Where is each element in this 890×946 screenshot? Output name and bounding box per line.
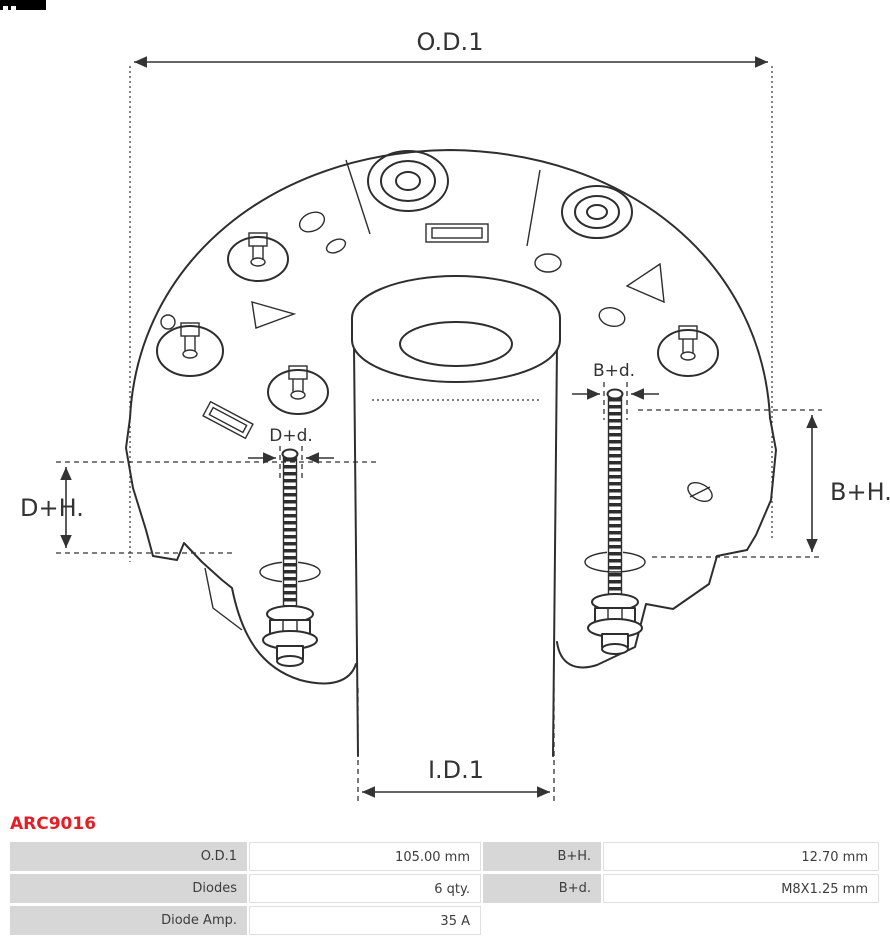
rectifier-diagram: O.D.1 I.D.1 D+H. B+H. B+d. D+d. <box>20 28 890 804</box>
technical-drawing: O.D.1 I.D.1 D+H. B+H. B+d. D+d. <box>20 28 890 804</box>
small-hole <box>598 306 626 328</box>
spec-label-cell: B+H. <box>483 842 601 871</box>
dim-label-bd: B+d. <box>593 361 635 381</box>
spec-label-cell: Diode Amp. <box>10 906 247 935</box>
spec-value-cell: 12.70 mm <box>603 842 879 871</box>
brand-logo-fragment <box>0 0 46 10</box>
central-bore <box>351 275 561 757</box>
small-hole <box>160 314 176 330</box>
spec-table: O.D.1 105.00 mm B+H. 12.70 mm Diodes 6 q… <box>10 842 879 935</box>
face-features <box>156 150 719 583</box>
small-hole <box>298 211 326 233</box>
left-stud <box>262 448 318 667</box>
spec-value-cell: 105.00 mm <box>249 842 481 871</box>
dim-label-bh: B+H. <box>830 478 890 506</box>
terminal-boss <box>367 150 449 212</box>
dimension-annotations: O.D.1 I.D.1 D+H. B+H. B+d. D+d. <box>20 28 890 804</box>
dim-label-od1: O.D.1 <box>417 28 484 56</box>
spec-value-cell: 6 qty. <box>249 874 481 903</box>
diode-pad <box>267 365 329 415</box>
triangle-cutout <box>251 301 297 329</box>
slotted-screw <box>687 481 713 503</box>
logo-mark <box>3 6 8 10</box>
angled-slot <box>202 400 254 440</box>
spec-value-cell: M8X1.25 mm <box>603 874 879 903</box>
small-hole <box>534 253 562 273</box>
part-number: ARC9016 <box>10 814 97 834</box>
spec-empty-cell <box>603 906 879 935</box>
dim-label-id1: I.D.1 <box>428 756 484 784</box>
triangle-cutout <box>625 262 665 304</box>
dim-label-dh: D+H. <box>20 494 84 522</box>
rectifier-body-outline <box>125 149 777 685</box>
diode-pad <box>156 322 224 377</box>
diode-pad <box>657 325 719 377</box>
spec-label-cell: Diodes <box>10 874 247 903</box>
dim-label-dd: D+d. <box>269 426 313 446</box>
spec-label-cell: B+d. <box>483 874 601 903</box>
terminal-boss <box>561 185 633 239</box>
right-stud <box>587 388 643 655</box>
spec-value-cell: 35 A <box>249 906 481 935</box>
spec-label-cell: O.D.1 <box>10 842 247 871</box>
diode-pad <box>227 232 289 282</box>
logo-mark <box>11 6 16 10</box>
small-hole <box>325 238 347 254</box>
center-slot <box>425 223 489 243</box>
spec-empty-cell <box>483 906 601 935</box>
